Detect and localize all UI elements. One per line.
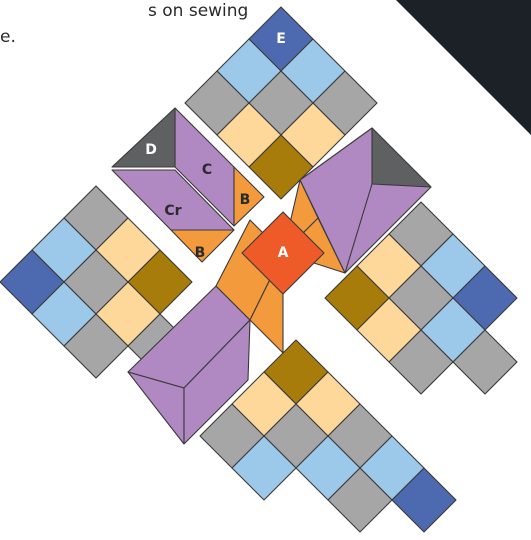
piece-d xyxy=(112,108,175,167)
label-c: C xyxy=(202,162,212,178)
label-e: E xyxy=(276,31,286,47)
label-b-bottom: B xyxy=(195,245,206,261)
label-cr: Cr xyxy=(164,203,181,219)
fabric-texture-corner xyxy=(396,0,531,135)
band-right-upper-tip xyxy=(372,128,431,187)
label-d: D xyxy=(145,142,157,158)
label-b-right: B xyxy=(240,192,251,208)
label-a: A xyxy=(278,245,289,261)
